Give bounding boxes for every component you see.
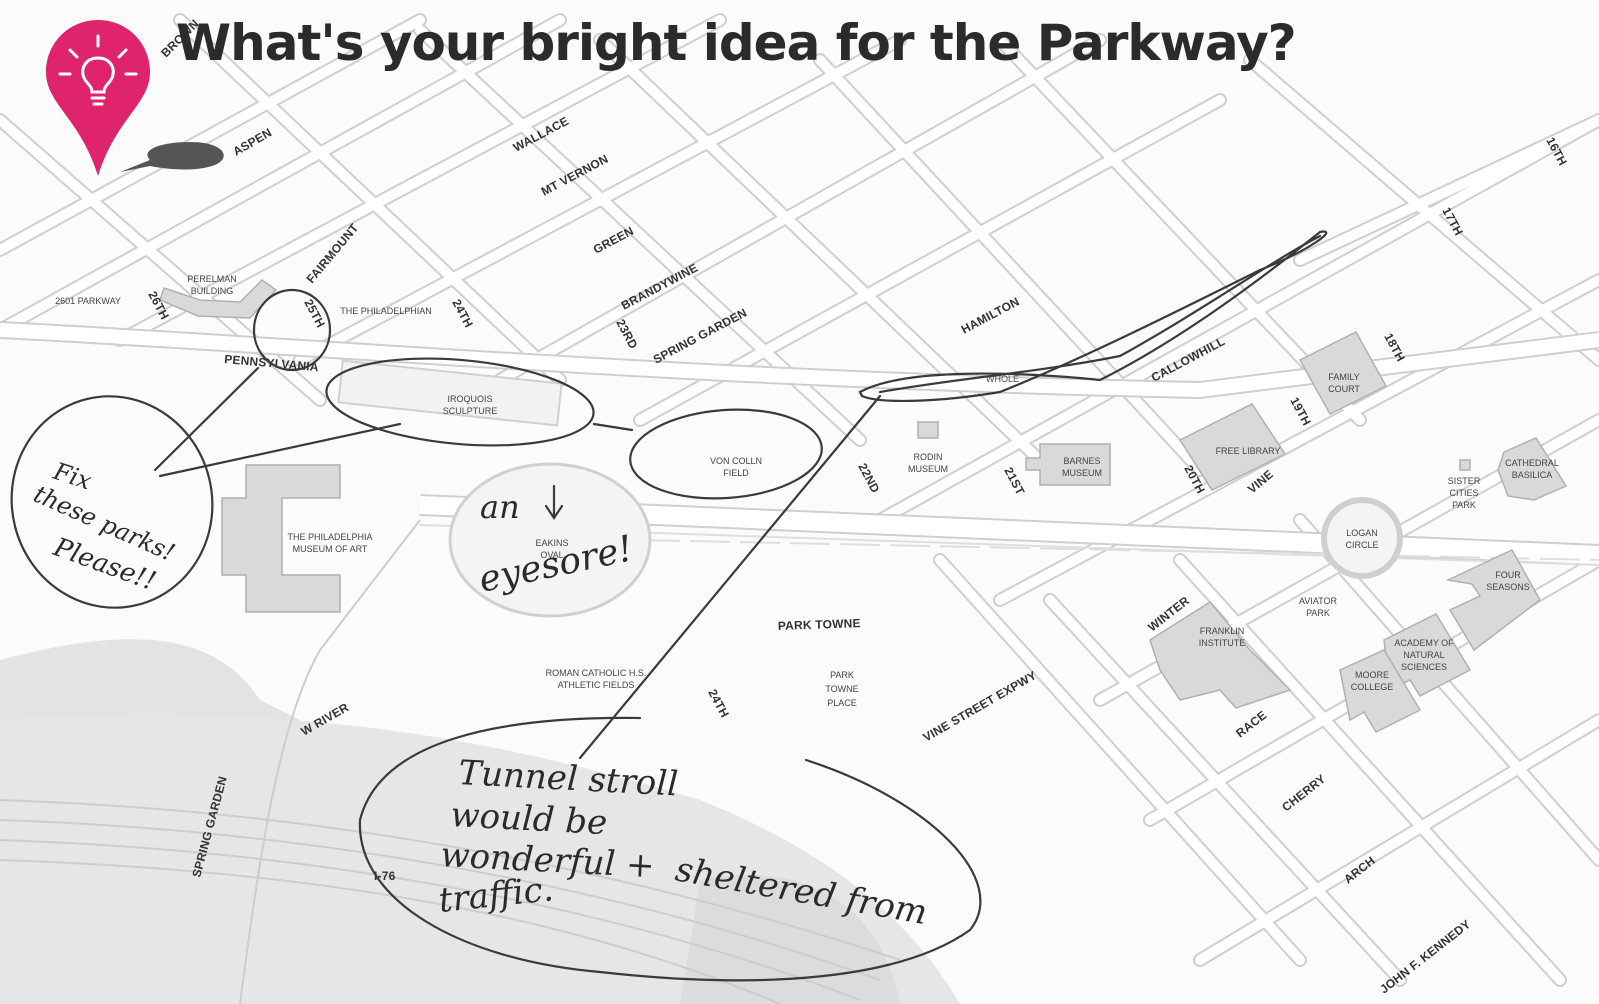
place-label-franklin-2: INSTITUTE <box>1199 638 1246 648</box>
perelman-building <box>159 279 278 319</box>
street-label-hamilton: HAMILTON <box>959 294 1022 336</box>
place-label-barnes-1: BARNES <box>1063 456 1100 466</box>
street-label-21st: 21ST <box>1001 465 1027 498</box>
river-area <box>0 639 960 1004</box>
place-label-sister-cities-2: CITIES <box>1449 488 1478 498</box>
place-label-museum-art-2: MUSEUM OF ART <box>293 544 368 554</box>
street-label-spring-garden: SPRING GARDEN <box>651 305 749 366</box>
place-label-logan-2: CIRCLE <box>1345 540 1378 550</box>
place-label-aviator-2: PARK <box>1306 608 1330 618</box>
place-label-roman-catholic-1: ROMAN CATHOLIC H.S. <box>546 668 647 678</box>
place-label-perelman-2: BUILDING <box>191 286 234 296</box>
place-label-four-seasons-1: FOUR <box>1495 570 1521 580</box>
family-court-building <box>1298 331 1388 415</box>
place-label-cathedral-1: CATHEDRAL <box>1505 458 1559 468</box>
street-label-19th: 19TH <box>1287 395 1314 428</box>
street-label-aspen: ASPEN <box>231 125 275 158</box>
place-label-park-towne-place-3: PLACE <box>827 698 857 708</box>
note-eyesore-1: an <box>480 488 520 526</box>
street-label-green: GREEN <box>591 224 636 257</box>
place-label-park-towne-place-1: PARK <box>830 670 854 680</box>
place-label-park-towne-place-2: TOWNE <box>825 684 858 694</box>
place-label-von-colln-1: VON COLLN <box>710 456 762 466</box>
logan-circle-shape <box>1321 497 1403 579</box>
page-title: What's your bright idea for the Parkway? <box>176 14 1297 72</box>
place-label-von-colln-2: FIELD <box>723 468 749 478</box>
street-label-25th: 25TH <box>301 297 328 330</box>
place-label-eakins-1: EAKINS <box>535 538 568 548</box>
moore-college-building <box>1339 649 1422 733</box>
place-label-family-court-1: FAMILY <box>1328 372 1359 382</box>
street-label-23rd: 23RD <box>613 317 640 351</box>
free-library-building <box>1178 403 1287 491</box>
rodin-museum-building <box>917 421 939 439</box>
eakins-oval-shape <box>448 462 652 618</box>
place-label-eakins-2: OVAL <box>540 550 563 560</box>
street-label-cherry: CHERRY <box>1279 772 1328 815</box>
lightbulb-pin-icon <box>46 20 150 176</box>
place-label-perelman-1: PERELMAN <box>187 274 237 284</box>
place-label-franklin-1: FRANKLIN <box>1200 626 1245 636</box>
place-label-four-seasons-2: SEASONS <box>1486 582 1530 592</box>
place-label-2601-parkway: 2601 PARKWAY <box>55 296 121 306</box>
buildings <box>159 279 1568 733</box>
place-label-sister-cities-1: SISTER <box>1448 476 1481 486</box>
four-seasons-building <box>1445 549 1541 652</box>
street-label-race: RACE <box>1233 708 1269 740</box>
franklin-institute-building <box>1149 601 1292 709</box>
place-label-academy-3: SCIENCES <box>1401 662 1447 672</box>
place-label-family-court-2: COURT <box>1328 384 1360 394</box>
place-label-rodin-2: MUSEUM <box>908 464 948 474</box>
place-label-iroquois-1: IROQUOIS <box>447 394 492 404</box>
place-label-barnes-2: MUSEUM <box>1062 468 1102 478</box>
cathedral-building <box>1497 437 1568 501</box>
street-label-vine-expwy: VINE STREET EXPWY <box>921 668 1040 745</box>
street-label-whole: WHOLE <box>986 374 1019 384</box>
place-labels: 2601 PARKWAY PERELMAN BUILDING THE PHILA… <box>55 274 1559 708</box>
place-label-logan-1: LOGAN <box>1346 528 1378 538</box>
note-tunnel-2: would be <box>450 795 609 843</box>
street-label-jfk: JOHN F. KENNEDY <box>1377 917 1473 996</box>
place-label-rodin-1: RODIN <box>914 452 943 462</box>
expressway-lines <box>0 519 901 1004</box>
handwritten-marks <box>10 230 1328 982</box>
place-label-roman-catholic-2: ATHLETIC FIELDS <box>558 680 635 690</box>
museum-of-art-building <box>221 464 341 613</box>
place-label-academy-1: ACADEMY OF <box>1394 638 1454 648</box>
place-label-free-library: FREE LIBRARY <box>1216 446 1281 456</box>
place-label-sister-cities-3: PARK <box>1452 500 1476 510</box>
place-label-cathedral-2: BASILICA <box>1512 470 1553 480</box>
place-label-iroquois-2: SCULPTURE <box>443 406 498 416</box>
place-label-museum-art-1: THE PHILADELPHIA <box>287 532 372 542</box>
place-label-moore-2: COLLEGE <box>1351 682 1394 692</box>
street-label-22nd: 22ND <box>855 461 882 495</box>
place-label-aviator-1: AVIATOR <box>1299 596 1338 606</box>
place-label-moore-1: MOORE <box>1355 670 1389 680</box>
street-label-park-towne: PARK TOWNE <box>778 616 861 633</box>
speech-bubble-icon <box>120 142 224 172</box>
street-label-24th-bottom: 24TH <box>705 687 732 720</box>
barnes-museum-building <box>1025 443 1111 486</box>
place-label-academy-2: NATURAL <box>1403 650 1444 660</box>
place-label-philadelphian: THE PHILADELPHIAN <box>340 306 432 316</box>
